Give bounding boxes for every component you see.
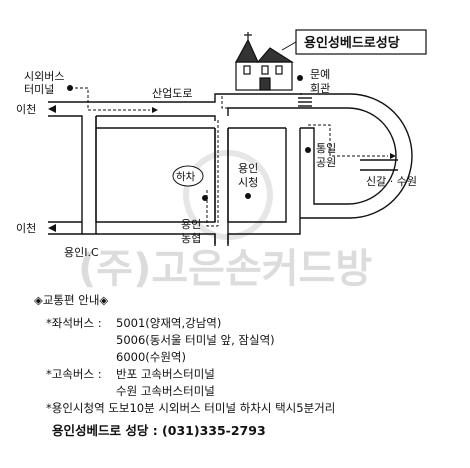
culture-hall-label-1: 문예 [310, 68, 330, 81]
seat-bus-label: *좌석버스 : [46, 316, 102, 330]
icheon-top-label: 이천 [16, 102, 36, 116]
culture-hall-label-2: 회관 [310, 82, 330, 95]
yongin-ic-label: 용인I.C [64, 246, 99, 259]
bus-terminal-label-1: 시외버스 [24, 70, 64, 83]
city-hall-dot [245, 193, 251, 199]
express-bus-line-1: 반포 고속버스터미널 [116, 367, 215, 381]
sanup-road-label: 산업도로 [152, 87, 192, 100]
nonghyup-dot [202, 195, 208, 201]
watermark-text: (주)고은손커드방 [78, 246, 372, 292]
location-map: (주)고은손커드방 [16, 29, 427, 292]
walk-note: *용인시청역 도보10분 시외버스 터미널 하차시 택시5분거리 [46, 401, 336, 415]
route-dashed [70, 87, 388, 227]
city-hall-label-2: 시청 [238, 176, 258, 189]
church-name-box [295, 29, 427, 55]
express-bus-line-2: 수원 고속버스터미널 [116, 384, 215, 398]
seat-bus-line-2: 5006(동서울 터미널 앞, 잠실역) [116, 333, 275, 347]
bus-terminal-dot [67, 85, 73, 91]
church-icon [234, 32, 295, 91]
park-label-1: 통일 [316, 141, 336, 155]
church-name-label: 용인성베드로성당 [304, 35, 400, 51]
park-dot [305, 147, 311, 153]
nonghyup-label-2: 농협 [181, 232, 201, 245]
hacha-label: 하차 [176, 170, 196, 183]
park-label-2: 공원 [316, 156, 336, 169]
contact-line: 용인성베드로 성당 : (031)335-2793 [52, 423, 266, 438]
nonghyup-label-1: 용인 [181, 218, 201, 231]
arrow-icon [48, 105, 396, 232]
seat-bus-line-1: 5001(양재역,강남역) [116, 316, 222, 330]
culture-hall-dot [297, 75, 303, 81]
bus-terminal-label-2: 터미널 [24, 83, 54, 96]
city-hall-label-1: 용인 [238, 162, 258, 175]
hacha-bubble [172, 165, 204, 187]
icheon-bottom-label: 이천 [16, 221, 36, 235]
seat-bus-line-3: 6000(수원역) [116, 350, 186, 364]
road-network [48, 93, 413, 246]
singal-suwon-label: 신갈 · 수원 [366, 174, 417, 188]
express-bus-label: *고속버스 : [46, 367, 102, 381]
